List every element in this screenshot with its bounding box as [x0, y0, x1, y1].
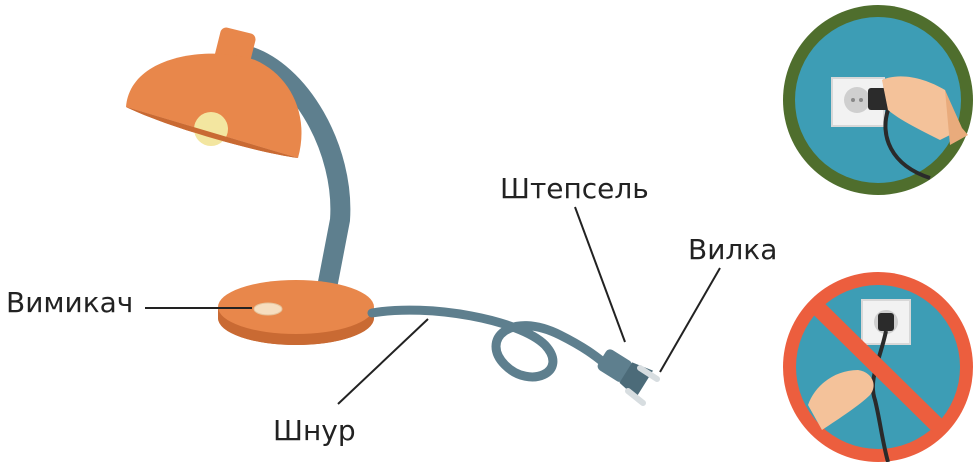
label-switch: Вимикач: [6, 289, 133, 317]
label-cord: Шнур: [273, 417, 356, 445]
leader-line-plug: [575, 207, 625, 342]
hand-inserting-plug-icon: [783, 5, 973, 195]
label-prongs: Вилка: [688, 236, 777, 264]
leader-line-prongs: [660, 268, 720, 372]
label-plug: Штепсель: [500, 175, 649, 203]
lamp-cord: [372, 310, 608, 377]
hand-pulling-cord-prohibited-icon: [783, 272, 973, 462]
switch-button: [254, 303, 282, 315]
lamp-base: [218, 280, 374, 345]
